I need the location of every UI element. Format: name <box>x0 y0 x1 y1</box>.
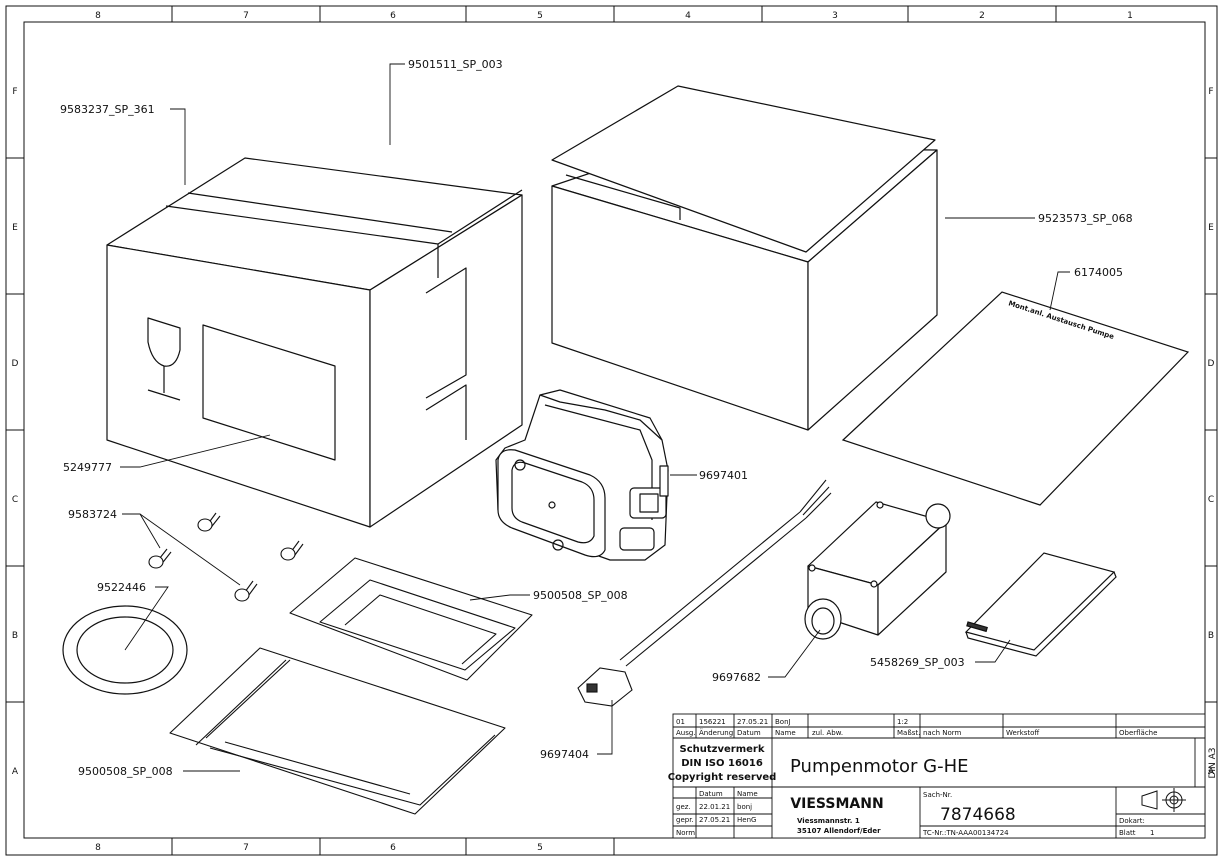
gez-name: bonj <box>737 803 752 811</box>
zone-row-e-right: E <box>1208 223 1214 233</box>
zone-row-d: D <box>12 359 19 369</box>
zone-col-6: 6 <box>390 11 396 21</box>
header-oberflaeche: Oberfläche <box>1119 729 1157 737</box>
screw-4 <box>234 580 258 602</box>
company-logo: VIESSMANN <box>790 796 883 812</box>
screw-3 <box>280 540 304 561</box>
lid-box <box>551 85 938 431</box>
zone-row-b: B <box>12 631 18 641</box>
gez-date: 22.01.21 <box>699 803 730 811</box>
zone-col-2: 2 <box>979 11 985 21</box>
title-block: 01 156221 27.05.21 BonJ 1:2 Ausg. Änderu… <box>668 713 1218 839</box>
callout-junction-box: 9697682 <box>712 671 761 684</box>
address-line-1: Viessmannstr. 1 <box>797 817 860 825</box>
fragile-glass-icon <box>147 317 181 401</box>
header-zul-abw: zul. Abw. <box>812 729 843 737</box>
zone-row-c: C <box>12 495 18 505</box>
callout-sheet: 6174005 <box>1074 266 1123 279</box>
screws <box>148 512 304 602</box>
zone-col-5-bottom: 5 <box>537 843 543 853</box>
zone-row-a-right: A <box>1208 767 1215 777</box>
large-bag <box>169 647 506 815</box>
scale-value: 1:2 <box>897 718 908 726</box>
zone-col-4: 4 <box>685 11 691 21</box>
zone-grid <box>6 6 1217 855</box>
zone-col-6-bottom: 6 <box>390 843 396 853</box>
zone-col-7-bottom: 7 <box>243 843 249 853</box>
zone-col-5: 5 <box>537 11 543 21</box>
norm-label: Norm <box>676 829 695 837</box>
blatt-value: 1 <box>1150 829 1154 837</box>
rev-no: 01 <box>676 718 685 726</box>
junction-box <box>804 501 951 640</box>
callout-small-bag: 9500508_SP_008 <box>533 589 628 602</box>
zone-col-8: 8 <box>95 11 101 21</box>
cable-connector <box>577 479 832 707</box>
header-ausg: Ausg. <box>676 729 696 737</box>
header-werkstoff: Werkstoff <box>1006 729 1039 737</box>
gez-label: gez. <box>676 803 691 811</box>
din-format: DIN A3 <box>1208 747 1218 778</box>
header-massst: Maßst. <box>897 729 920 737</box>
zone-col-8-bottom: 8 <box>95 843 101 853</box>
sach-nr-label: Sach-Nr. <box>923 791 952 799</box>
small-bag <box>289 557 533 681</box>
header-name-2: Name <box>737 790 758 798</box>
callout-labels: 9501511_SP_003 9583237_SP_361 5249777 95… <box>60 58 1133 778</box>
zone-col-7: 7 <box>243 11 249 21</box>
header-name: Name <box>775 729 796 737</box>
header-aenderung: Änderung <box>699 728 733 737</box>
callout-booklet: 5458269_SP_003 <box>870 656 965 669</box>
header-datum: Datum <box>737 729 761 737</box>
zone-col-3: 3 <box>832 11 838 21</box>
pump-motor <box>495 389 669 561</box>
zone-row-b-right: B <box>1208 631 1214 641</box>
booklet <box>964 552 1117 657</box>
header-datum-2: Datum <box>699 790 723 798</box>
callout-window: 5249777 <box>63 461 112 474</box>
callout-ring: 9522446 <box>97 581 146 594</box>
zone-row-d-right: D <box>1208 359 1215 369</box>
projection-symbol-icon <box>1141 788 1186 812</box>
protection-line-1: Schutzvermerk <box>680 744 765 755</box>
zone-row-a: A <box>12 767 19 777</box>
protection-line-3: Copyright reserved <box>668 772 777 783</box>
zone-labels: 8 7 6 5 4 3 2 1 8 7 6 5 F E D C B A F E … <box>12 11 1215 853</box>
callout-tape: 9583237_SP_361 <box>60 103 155 116</box>
protection-line-2: DIN ISO 16016 <box>681 758 763 769</box>
callout-motor: 9697401 <box>699 469 748 482</box>
dokart-label: Dokart: <box>1119 817 1145 825</box>
zone-row-c-right: C <box>1208 495 1214 505</box>
drawing-title: Pumpenmotor G-HE <box>790 756 968 777</box>
screw-1 <box>197 512 221 532</box>
zone-row-f-right: F <box>1208 87 1213 97</box>
zone-col-1: 1 <box>1127 11 1133 21</box>
tc-nr: TC-Nr.:TN-AAA00134724 <box>922 829 1009 837</box>
leader-lines <box>120 63 1070 772</box>
rev-date: 27.05.21 <box>737 718 768 726</box>
callout-screws: 9583724 <box>68 508 117 521</box>
rev-name: BonJ <box>775 718 791 726</box>
callout-lid-box: 9523573_SP_068 <box>1038 212 1133 225</box>
callout-large-bag: 9500508_SP_008 <box>78 765 173 778</box>
blatt-label: Blatt <box>1119 829 1136 837</box>
cardboard-box <box>106 157 523 528</box>
header-nach-norm: nach Norm <box>923 729 962 737</box>
gepr-label: gepr. <box>676 816 694 824</box>
gepr-date: 27.05.21 <box>699 816 730 824</box>
gepr-name: HenG <box>737 816 756 824</box>
callout-cable: 9697404 <box>540 748 589 761</box>
screw-2 <box>148 548 172 569</box>
address-line-2: 35107 Allendorf/Eder <box>797 827 881 835</box>
sach-nr: 7874668 <box>940 805 1016 825</box>
zone-row-e: E <box>12 223 18 233</box>
zone-row-f: F <box>12 87 17 97</box>
rev-change: 156221 <box>699 718 726 726</box>
callout-box: 9501511_SP_003 <box>408 58 503 71</box>
